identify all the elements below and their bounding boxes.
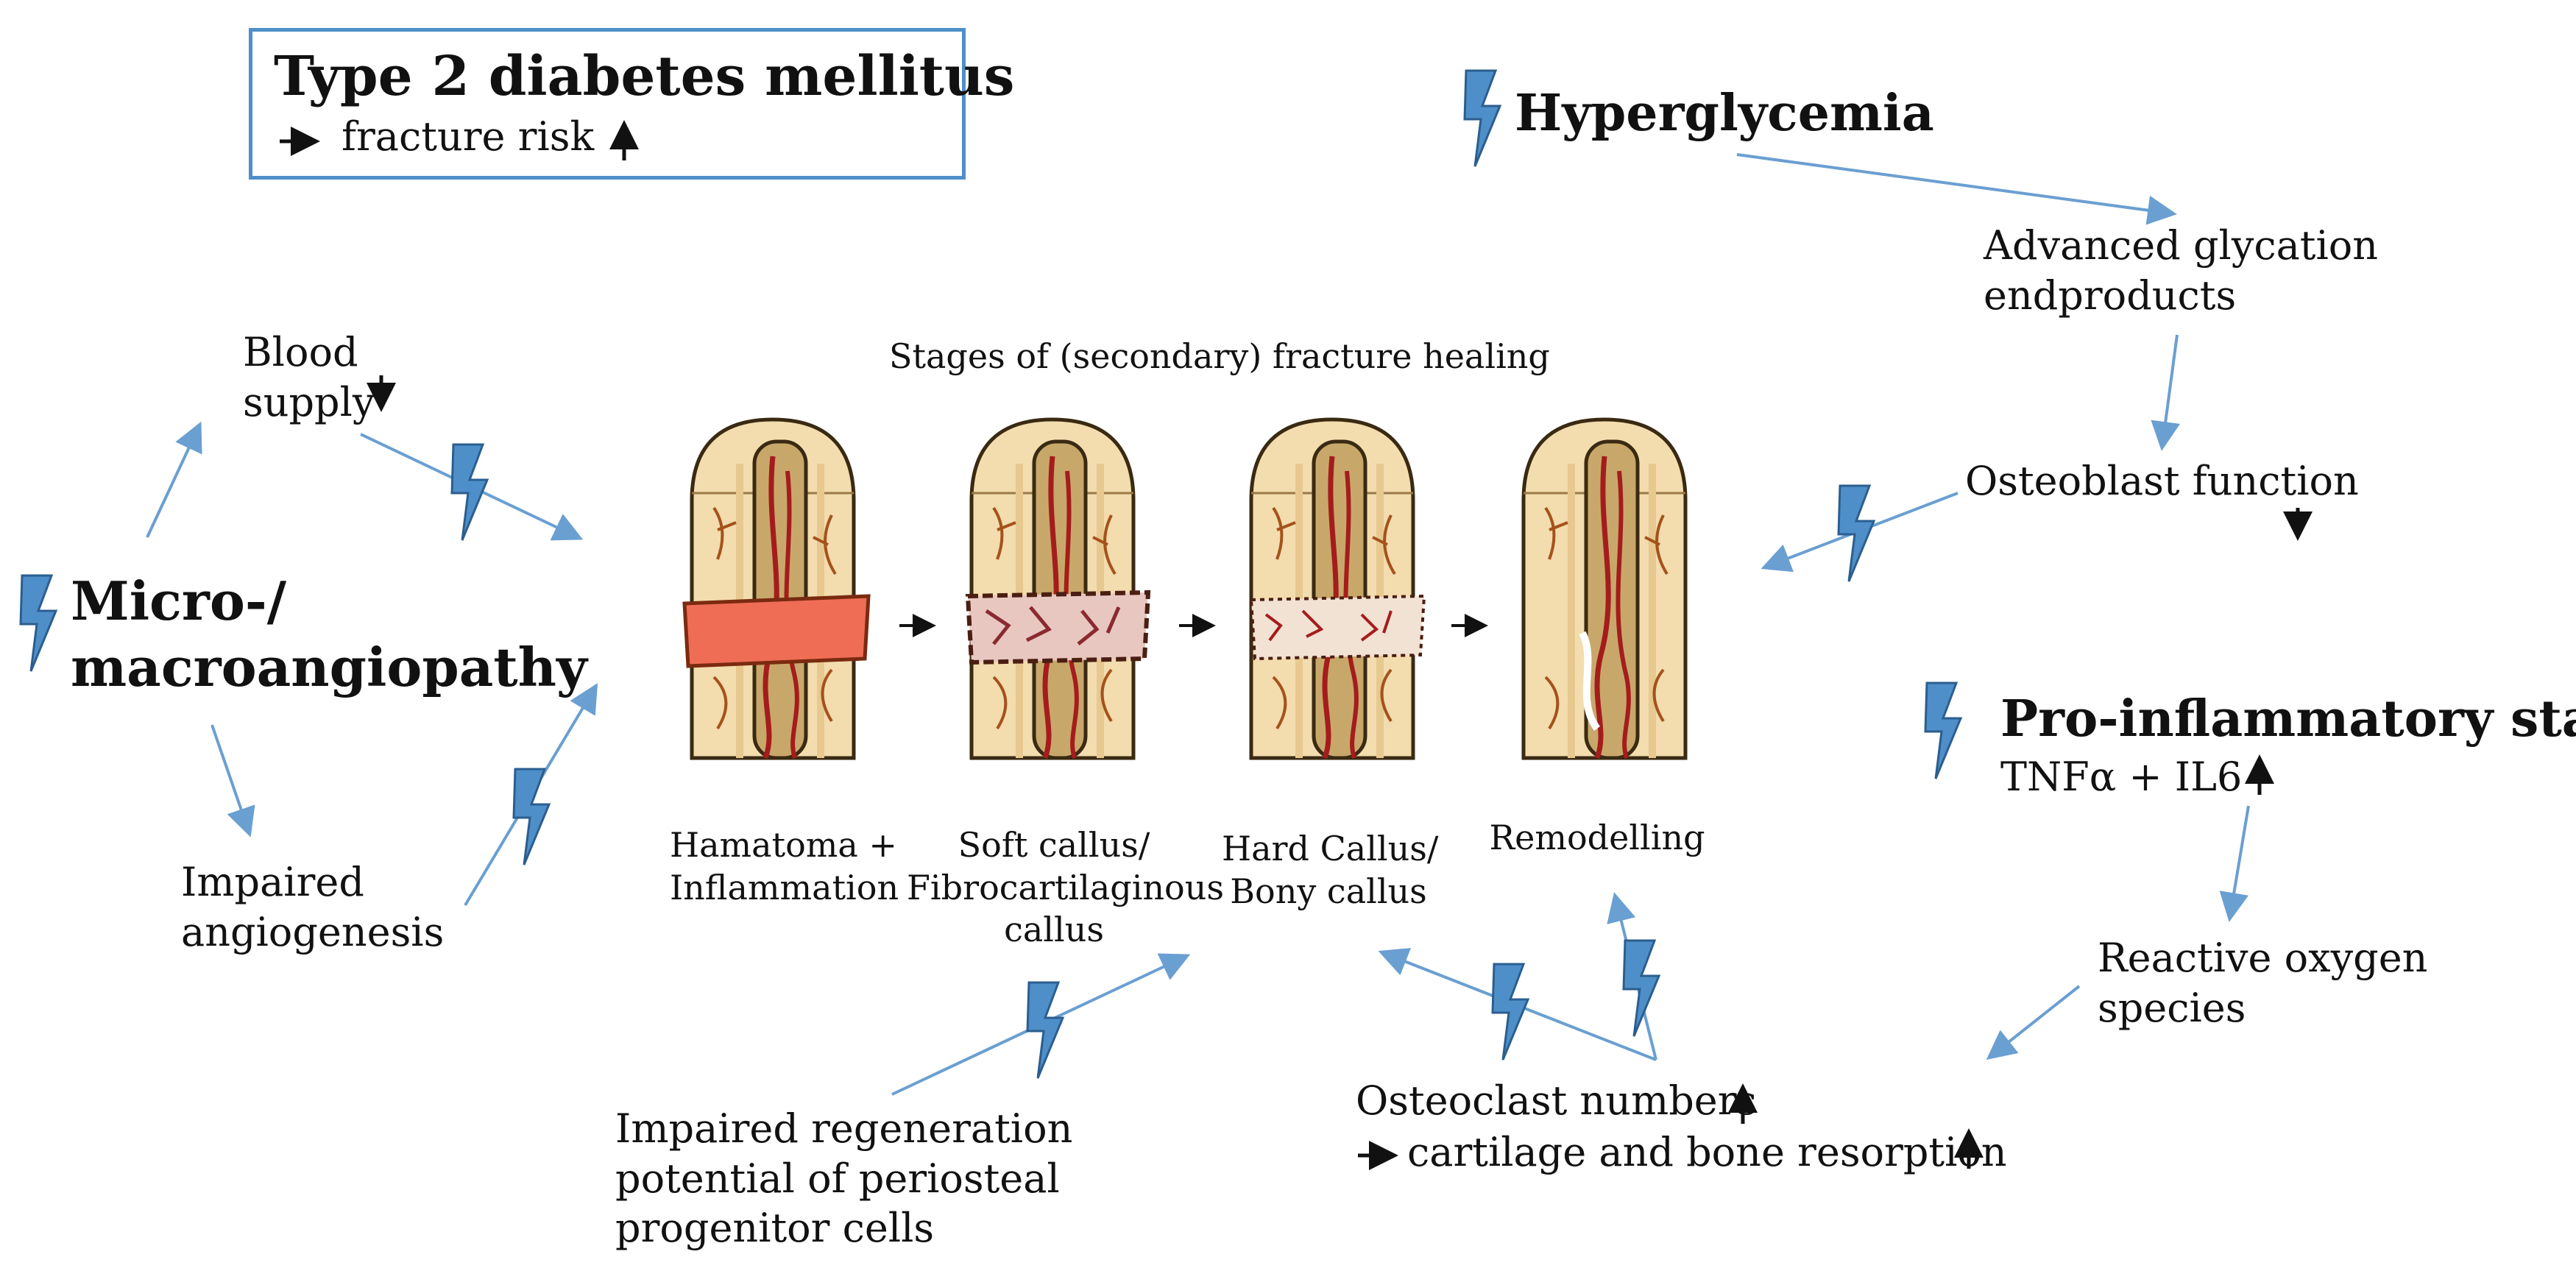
stage-label-hard-callus: Hard Callus/ Bony callus [1222, 828, 1439, 913]
lightning-bolt-icon [1491, 963, 1529, 1061]
stage-image-remodelling [1524, 419, 1685, 758]
angiopathy-line: Micro-/ [71, 570, 287, 632]
stage-label-line: Bony callus [1230, 871, 1427, 911]
stage-image-hard-callus [1251, 419, 1426, 758]
age-label-line: endproducts [1984, 272, 2237, 319]
lightning-bolt-icon [1026, 981, 1064, 1080]
stage-label-line: Soft callus/ [958, 825, 1150, 865]
stage-label-line: Fibrocartilaginous [907, 867, 1224, 907]
lightning-bolt-icon [1924, 681, 1962, 780]
trend-arrows [280, 120, 2313, 1170]
ros-label-line: species [2098, 984, 2246, 1031]
stage-label-remodelling: Remodelling [1487, 817, 1708, 860]
lightning-bolt-icon [512, 768, 551, 866]
impaired-angiogenesis-line: angiogenesis [181, 908, 445, 955]
blood-supply-line: Blood [243, 329, 358, 375]
resorption-label: cartilage and bone resorption [1407, 1129, 2007, 1175]
age-label-line: Advanced glycation [1984, 222, 2379, 269]
lightning-bolt-icon [1622, 939, 1660, 1038]
inflammation-label: Pro-inflammatory state [2000, 690, 2576, 748]
stage-label-line: Remodelling [1489, 818, 1705, 857]
periosteal-label-line: potential of periosteal [615, 1155, 1060, 1202]
stage-label-line: Hard Callus/ [1222, 829, 1439, 868]
diagram-title: Type 2 diabetes mellitus [274, 45, 1015, 108]
lightning-bolt-icon [1837, 484, 1875, 583]
periosteal-label-line: Impaired regeneration [615, 1105, 1073, 1152]
lightning-bolt-icon [19, 574, 57, 673]
periosteal-label: Impaired regeneration potential of perio… [615, 1104, 1072, 1253]
periosteal-label-line: progenitor cells [615, 1205, 935, 1251]
lightning-bolt-icon [1463, 69, 1501, 168]
angiopathy-label: Micro-/ macroangiopathy [71, 568, 587, 701]
osteoclast-label: Osteoclast numbers [1356, 1077, 1758, 1124]
impaired-angiogenesis-line: Impaired [181, 859, 364, 905]
osteoblast-label: Osteoblast function [1965, 458, 2359, 504]
stage-image-soft-callus [965, 419, 1151, 758]
ros-label-line: Reactive oxygen [2098, 935, 2428, 981]
ros-label: Reactive oxygen species [2098, 933, 2427, 1033]
impaired-angiogenesis-label: Impaired angiogenesis [181, 857, 444, 957]
stage-label-line: Hamatoma + [670, 825, 897, 865]
title-box [249, 28, 966, 180]
stage-label-hematoma: Hamatoma + Inflammation [670, 824, 899, 909]
stages-header: Stages of (secondary) fracture healing [889, 336, 1550, 376]
cytokines-label: TNFα + IL6 [2000, 754, 2243, 800]
hyperglycemia-label: Hyperglycemia [1515, 84, 1934, 143]
stage-label-line: callus [1004, 910, 1104, 949]
lightning-bolt-icon [450, 443, 489, 542]
diagram-subtitle: fracture risk [342, 113, 595, 160]
stage-label-soft-callus: Soft callus/ Fibrocartilaginous callus [907, 824, 1224, 952]
stage-image-hematoma [682, 419, 871, 758]
blood-supply-line: supply [243, 378, 375, 425]
blood-supply-label: Blood supply [243, 328, 375, 427]
angiopathy-line: macroangiopathy [71, 636, 587, 698]
stage-label-line: Inflammation [670, 867, 899, 907]
age-label: Advanced glycation endproducts [1984, 221, 2378, 320]
